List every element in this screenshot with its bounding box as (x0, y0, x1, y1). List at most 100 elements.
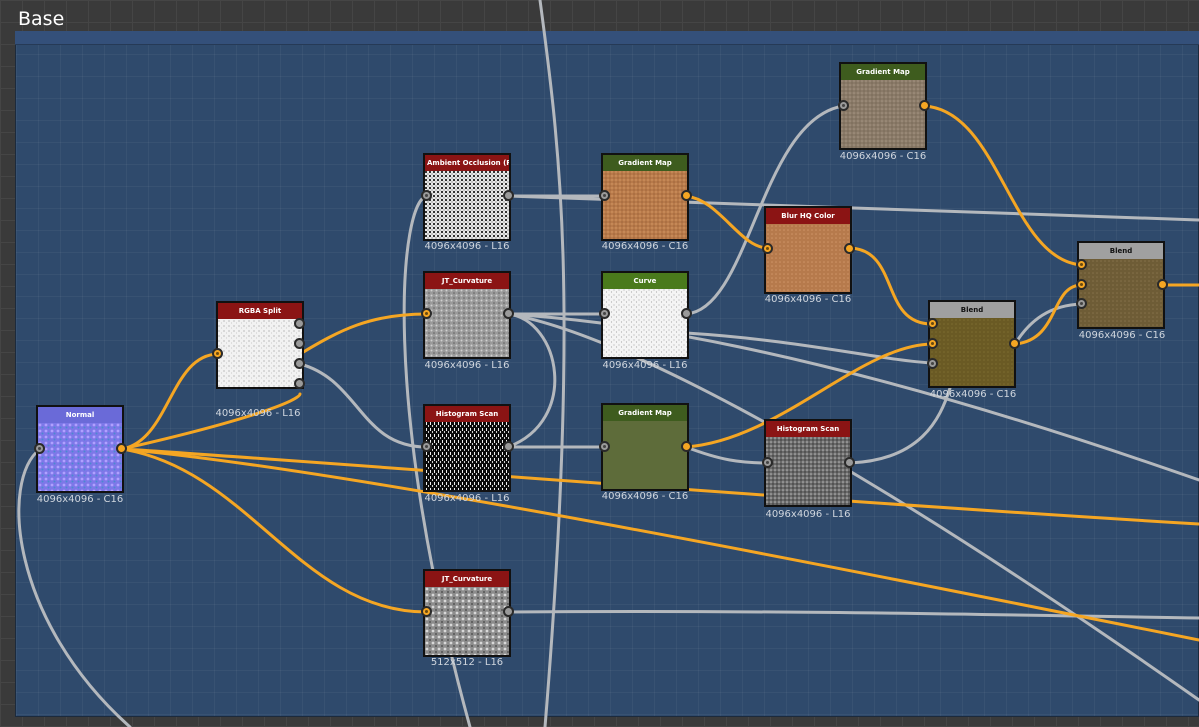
wire-color[interactable] (298, 312, 429, 356)
color-port-icon[interactable] (681, 190, 692, 201)
color-port-icon[interactable] (681, 441, 692, 452)
wire-gray[interactable] (506, 312, 557, 449)
grayscale-port-icon[interactable] (599, 190, 610, 201)
wire-color[interactable] (848, 246, 934, 326)
grayscale-port-icon[interactable] (503, 308, 514, 319)
wire-gray[interactable] (684, 331, 934, 365)
wire-gray[interactable] (17, 447, 132, 727)
grayscale-port-icon[interactable] (844, 457, 855, 468)
wire-gray[interactable] (684, 104, 845, 316)
node-resolution: 4096x4096 - C16 (36, 494, 124, 505)
node-title: Blend (1079, 243, 1163, 259)
color-port-icon[interactable] (421, 606, 432, 617)
wire-gray[interactable] (684, 445, 770, 465)
node-jt-curvature[interactable]: JT_Curvature (423, 569, 511, 657)
wire-color[interactable] (684, 194, 770, 250)
node-blend[interactable]: Blend (928, 300, 1016, 388)
color-port-icon[interactable] (762, 243, 773, 254)
wire-color[interactable] (1013, 283, 1084, 346)
grayscale-port-icon[interactable] (294, 318, 305, 329)
node-resolution: 4096x4096 - L16 (602, 360, 688, 371)
node-thumbnail (603, 421, 687, 489)
node-blend[interactable]: Blend (1077, 241, 1165, 329)
node-histogram-scan[interactable]: Histogram Scan (764, 419, 852, 507)
grayscale-port-icon[interactable] (294, 378, 305, 389)
wire-color[interactable] (120, 447, 1199, 642)
node-jt-curvature[interactable]: JT_Curvature (423, 271, 511, 359)
grayscale-port-icon[interactable] (421, 190, 432, 201)
node-resolution: 4096x4096 - C16 (929, 389, 1017, 400)
node-resolution: 4096x4096 - C16 (764, 294, 852, 305)
color-port-icon[interactable] (212, 348, 223, 359)
color-port-icon[interactable] (844, 243, 855, 254)
grayscale-port-icon[interactable] (294, 358, 305, 369)
color-port-icon[interactable] (927, 338, 938, 349)
grayscale-port-icon[interactable] (503, 190, 514, 201)
color-port-icon[interactable] (1076, 259, 1087, 270)
node-thumbnail (425, 422, 509, 490)
node-title: Blur HQ Color (766, 208, 850, 224)
node-gradient-map[interactable]: Gradient Map (601, 153, 689, 241)
node-resolution: 4096x4096 - C16 (839, 151, 927, 162)
color-port-icon[interactable] (1009, 338, 1020, 349)
node-title: Blend (930, 302, 1014, 318)
grayscale-port-icon[interactable] (762, 457, 773, 468)
node-thumbnail (425, 289, 509, 357)
grayscale-port-icon[interactable] (503, 606, 514, 617)
node-resolution: 4096x4096 - C16 (1078, 330, 1166, 341)
grayscale-port-icon[interactable] (838, 100, 849, 111)
wire-color[interactable] (120, 352, 220, 451)
node-title: JT_Curvature (425, 273, 509, 289)
node-ambient-occlusion[interactable]: Ambient Occlusion (RT... (423, 153, 511, 241)
wire-gray[interactable] (506, 610, 1199, 620)
grayscale-port-icon[interactable] (294, 338, 305, 349)
color-port-icon[interactable] (927, 318, 938, 329)
wire-color[interactable] (120, 392, 302, 451)
node-title: Histogram Scan (425, 406, 509, 422)
wire-gray[interactable] (848, 386, 952, 465)
wire-gray[interactable] (1013, 302, 1084, 346)
wire-color[interactable] (684, 342, 934, 449)
node-normal[interactable]: Normal (36, 405, 124, 493)
grayscale-port-icon[interactable] (927, 358, 938, 369)
wire-color[interactable] (120, 447, 1199, 526)
wire-gray[interactable] (506, 312, 1199, 482)
node-gradient-map[interactable]: Gradient Map (601, 403, 689, 491)
grayscale-port-icon[interactable] (1076, 298, 1087, 309)
node-title: Gradient Map (841, 64, 925, 80)
grayscale-port-icon[interactable] (599, 308, 610, 319)
node-blur-hq-color[interactable]: Blur HQ Color (764, 206, 852, 294)
grayscale-port-icon[interactable] (34, 443, 45, 454)
node-title: Curve (603, 273, 687, 289)
node-gradient-map[interactable]: Gradient Map (839, 62, 927, 150)
color-port-icon[interactable] (421, 308, 432, 319)
color-port-icon[interactable] (1076, 279, 1087, 290)
node-thumbnail (766, 224, 850, 292)
wire-gray[interactable] (538, 0, 566, 727)
color-port-icon[interactable] (116, 443, 127, 454)
wire-gray[interactable] (506, 194, 1199, 222)
node-thumbnail (930, 318, 1014, 386)
grayscale-port-icon[interactable] (503, 441, 514, 452)
frame-header-bar[interactable] (15, 31, 1199, 45)
wire-gray[interactable] (298, 362, 429, 449)
wire-color[interactable] (120, 447, 429, 614)
node-histogram-scan[interactable]: Histogram Scan (423, 404, 511, 492)
grayscale-port-icon[interactable] (599, 441, 610, 452)
node-rgba-split[interactable]: RGBA Split (216, 301, 304, 389)
node-thumbnail (1079, 259, 1163, 327)
grayscale-port-icon[interactable] (421, 441, 432, 452)
node-title: Gradient Map (603, 405, 687, 421)
node-resolution: 512x512 - L16 (430, 657, 504, 668)
wire-color[interactable] (922, 104, 1084, 267)
node-resolution: 4096x4096 - L16 (424, 360, 510, 371)
color-port-icon[interactable] (919, 100, 930, 111)
color-port-icon[interactable] (1157, 279, 1168, 290)
node-title: JT_Curvature (425, 571, 509, 587)
node-curve[interactable]: Curve (601, 271, 689, 359)
frame-title[interactable]: Base (18, 8, 65, 30)
wire-gray[interactable] (506, 312, 1199, 702)
node-thumbnail (603, 289, 687, 357)
grayscale-port-icon[interactable] (681, 308, 692, 319)
